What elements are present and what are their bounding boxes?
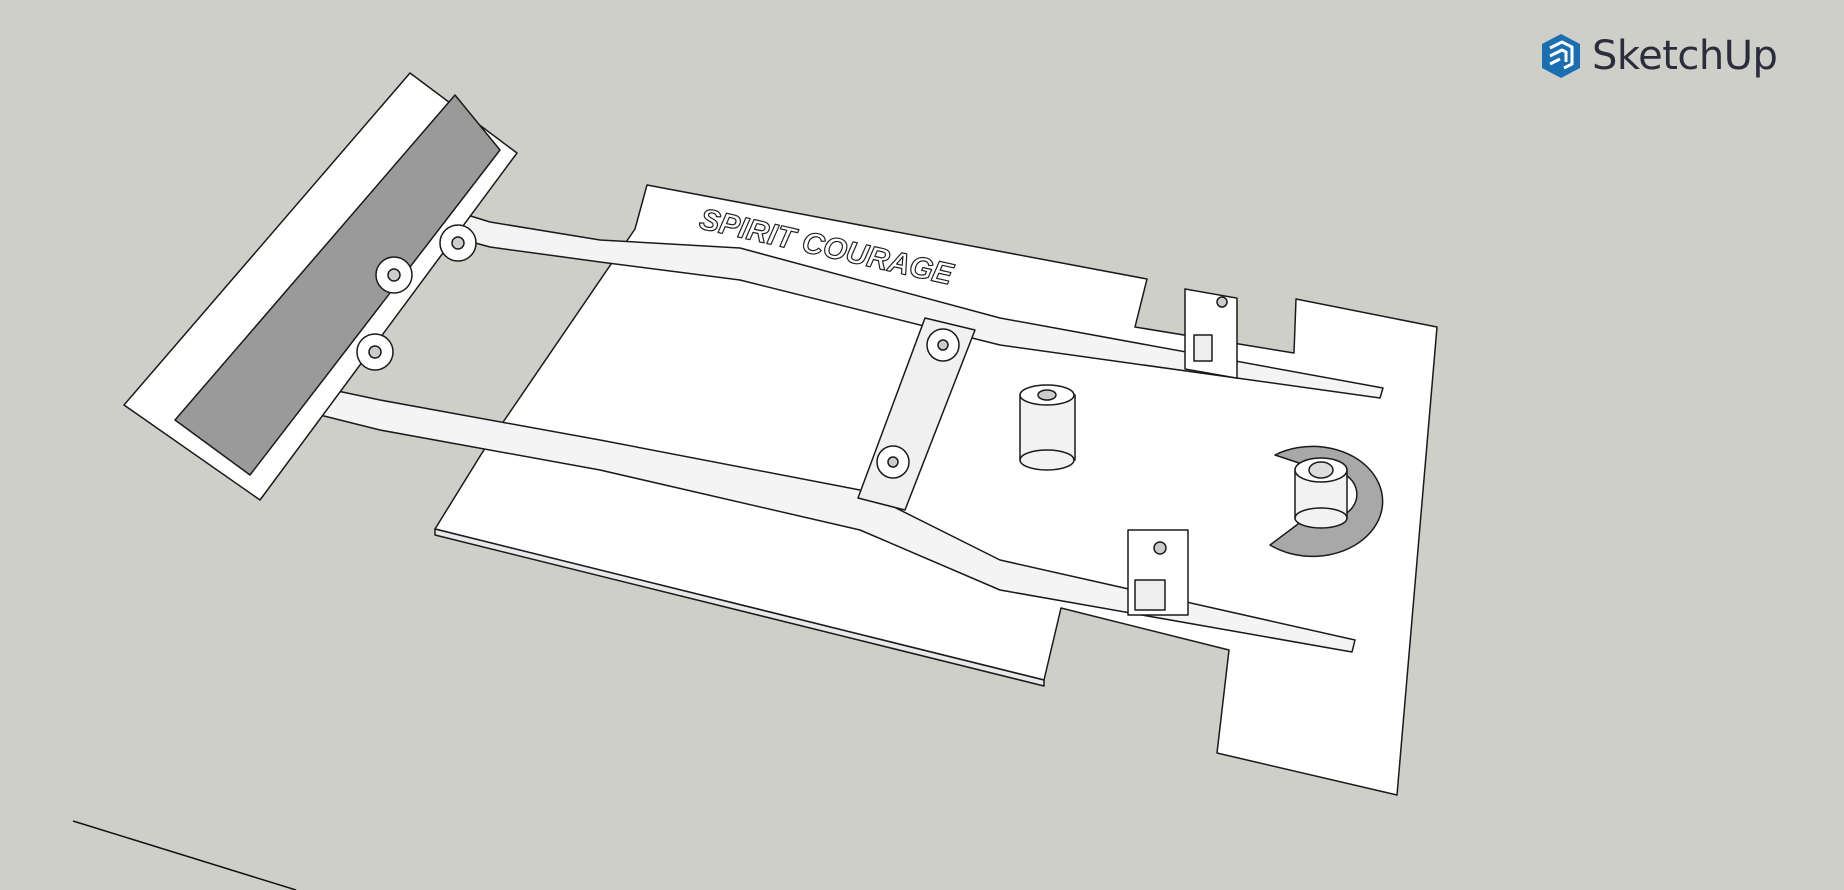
- body-mount-posts: [356, 224, 960, 479]
- lower-rail: [299, 382, 1356, 653]
- axis-line: [72, 820, 297, 890]
- chassis-model[interactable]: SPIRIT COURAGE: [123, 72, 1438, 796]
- upper-rail: [434, 204, 1384, 399]
- axle-bracket-bottom: [1127, 529, 1189, 616]
- rear-wing-inner: [174, 94, 501, 476]
- sketchup-logo-icon: [1542, 34, 1580, 78]
- app-name: SketchUp: [1592, 33, 1778, 79]
- guide-pin: [1019, 384, 1076, 471]
- sketchup-logo: SketchUp: [1540, 32, 1778, 80]
- plate-edge: [434, 528, 1045, 687]
- gear-mount: [1269, 445, 1384, 558]
- axle-bracket-top: [1184, 288, 1238, 379]
